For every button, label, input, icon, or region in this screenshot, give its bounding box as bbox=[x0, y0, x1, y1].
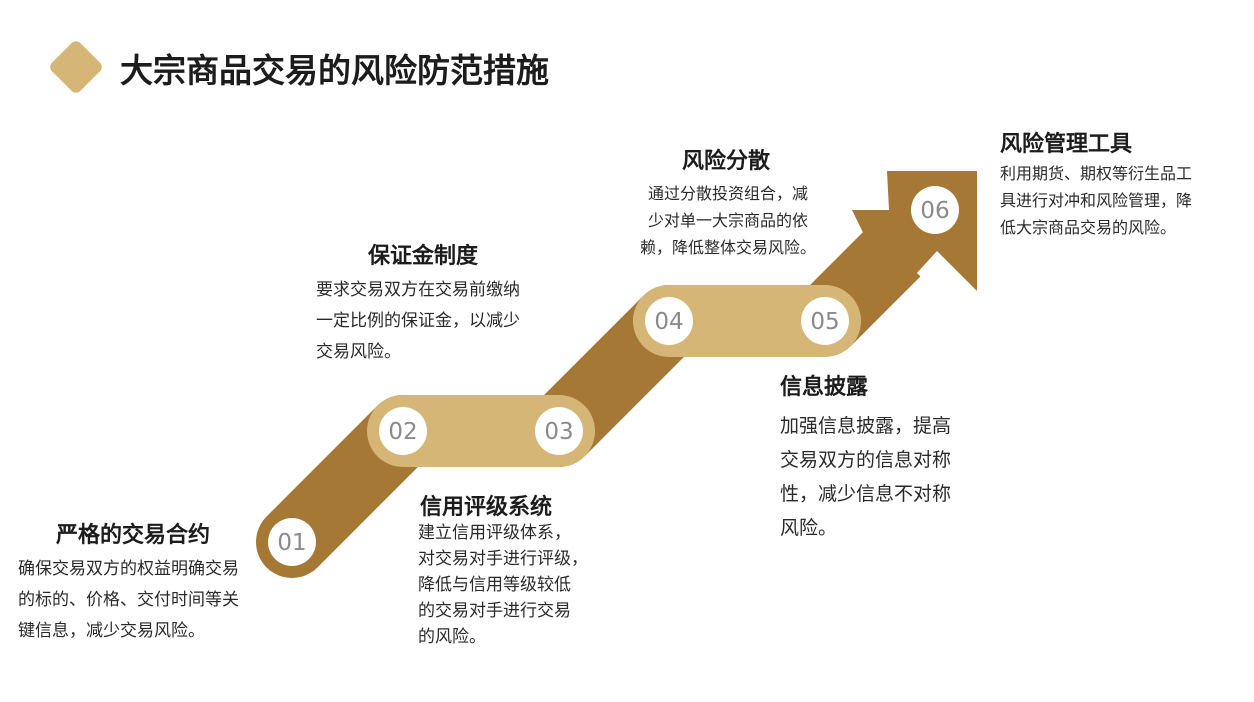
description-line: 交易风险。 bbox=[316, 342, 401, 362]
description-line: 建立信用评级体系， bbox=[418, 523, 571, 543]
step-06-marker: 06 bbox=[911, 186, 959, 234]
step-04-marker: 04 bbox=[645, 297, 693, 345]
step-number: 03 bbox=[544, 419, 573, 445]
description-line: 的标的、价格、交付时间等关 bbox=[18, 590, 239, 610]
description-line: 对交易对手进行评级， bbox=[418, 549, 588, 569]
description-line: 一定比例的保证金，以减少 bbox=[316, 311, 520, 331]
step-05-marker: 05 bbox=[801, 297, 849, 345]
step-02-heading: 保证金制度 bbox=[368, 244, 479, 269]
description-line: 低大宗商品交易的风险。 bbox=[1000, 218, 1177, 237]
step-05-description: 加强信息披露，提高 交易双方的信息对称 性，减少信息不对称 风险。 bbox=[780, 409, 951, 545]
step-04-heading: 风险分散 bbox=[682, 149, 771, 174]
description-line: 风险。 bbox=[780, 517, 838, 539]
description-line: 少对单一大宗商品的依 bbox=[647, 211, 808, 230]
step-06-description: 利用期货、期权等衍生品工 具进行对冲和风险管理，降 低大宗商品交易的风险。 bbox=[1000, 160, 1192, 241]
description-line: 要求交易双方在交易前缴纳 bbox=[316, 280, 520, 300]
step-02-marker: 02 bbox=[379, 407, 427, 455]
step-06-heading: 风险管理工具 bbox=[1000, 132, 1133, 157]
step-number: 02 bbox=[388, 419, 417, 445]
description-line: 确保交易双方的权益明确交易 bbox=[18, 559, 239, 579]
step-03-marker: 03 bbox=[535, 407, 583, 455]
step-number: 04 bbox=[654, 309, 683, 335]
description-line: 降低与信用等级较低 bbox=[418, 575, 571, 595]
description-line: 的交易对手进行交易 bbox=[418, 601, 571, 621]
description-line: 具进行对冲和风险管理，降 bbox=[1000, 191, 1193, 210]
step-05-heading: 信息披露 bbox=[780, 375, 869, 400]
step-03-heading: 信用评级系统 bbox=[420, 495, 553, 520]
description-line: 加强信息披露，提高 bbox=[780, 415, 952, 437]
step-01-heading: 严格的交易合约 bbox=[56, 523, 211, 548]
description-line: 性，减少信息不对称 bbox=[780, 483, 952, 505]
step-number: 06 bbox=[920, 198, 949, 224]
description-line: 键信息，减少交易风险。 bbox=[18, 621, 205, 641]
step-03-description: 建立信用评级体系， 对交易对手进行评级， 降低与信用等级较低 的交易对手进行交易… bbox=[418, 520, 588, 650]
step-04-description: 通过分散投资组合，减 少对单一大宗商品的依 赖，降低整体交易风险。 bbox=[628, 180, 828, 261]
step-01-marker: 01 bbox=[268, 518, 316, 566]
step-02-description: 要求交易双方在交易前缴纳 一定比例的保证金，以减少 交易风险。 bbox=[316, 275, 520, 368]
step-01-description: 确保交易双方的权益明确交易 的标的、价格、交付时间等关 键信息，减少交易风险。 bbox=[18, 554, 239, 647]
description-line: 的风险。 bbox=[418, 627, 486, 647]
step-number: 01 bbox=[277, 530, 306, 556]
description-line: 通过分散投资组合，减 bbox=[647, 184, 808, 203]
page-title: 大宗商品交易的风险防范措施 bbox=[120, 51, 549, 90]
description-line: 交易双方的信息对称 bbox=[780, 449, 952, 471]
description-line: 赖，降低整体交易风险。 bbox=[639, 238, 816, 257]
description-line: 利用期货、期权等衍生品工 bbox=[1000, 164, 1193, 183]
step-number: 05 bbox=[810, 309, 839, 335]
